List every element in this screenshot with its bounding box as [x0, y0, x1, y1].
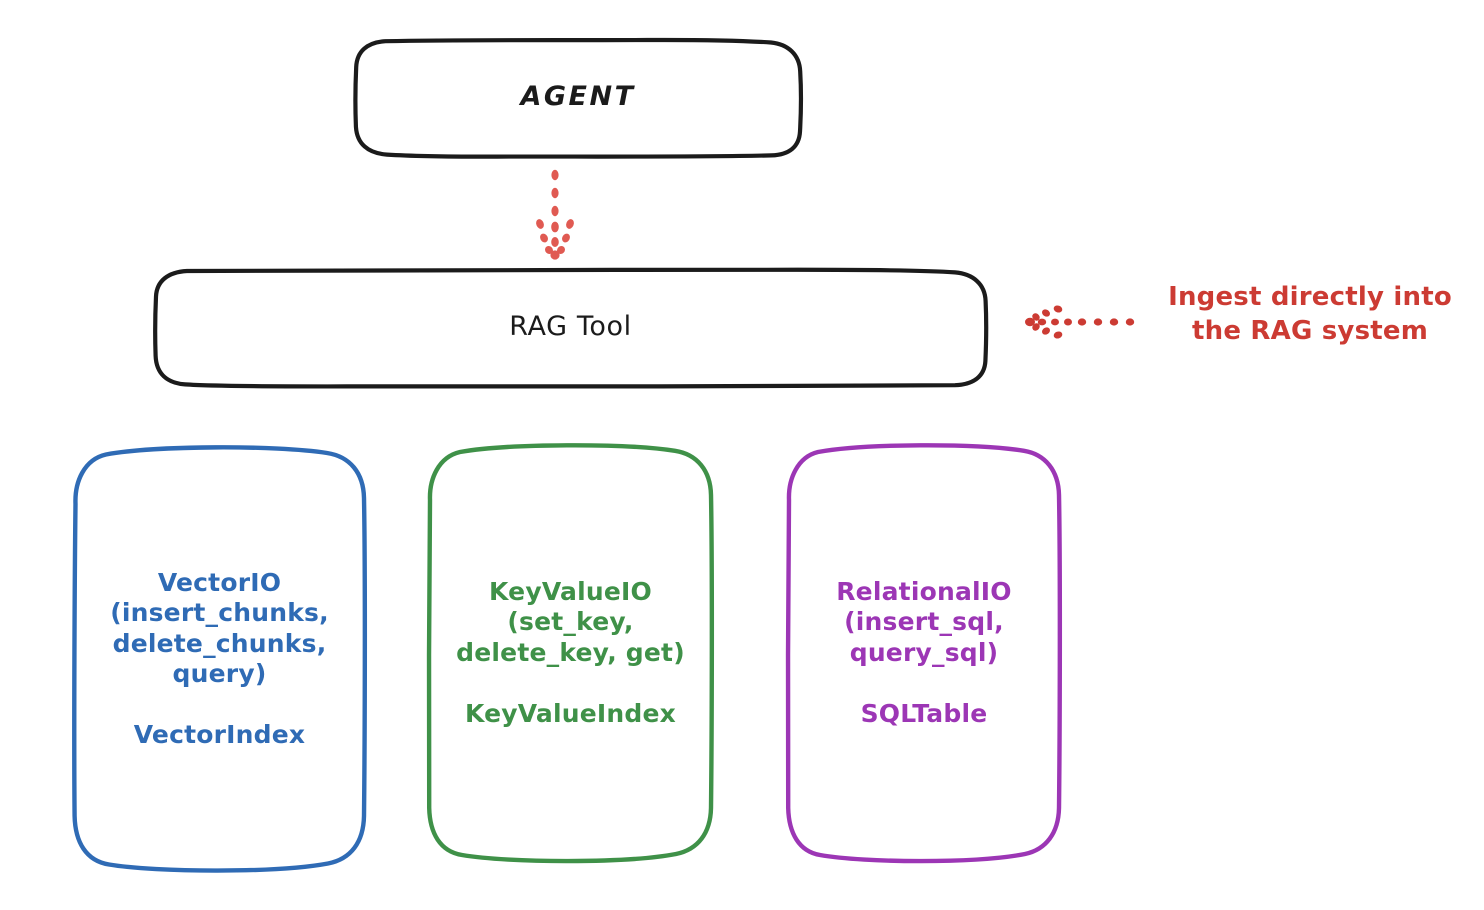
node-vector-io[interactable]: VectorIO (insert_chunks, delete_chunks, …: [72, 445, 368, 873]
node-rag-tool[interactable]: RAG Tool: [153, 267, 989, 389]
rag-tool-node-label: RAG Tool: [509, 310, 632, 342]
node-relational-io[interactable]: RelationalIO (insert_sql, query_sql) SQL…: [785, 443, 1063, 864]
relational-io-node-label: RelationalIO (insert_sql, query_sql) SQL…: [836, 576, 1012, 728]
arrow-agent-to-rag-tool: [536, 169, 574, 260]
node-key-value-io[interactable]: KeyValueIO (set_key, delete_key, get) Ke…: [426, 443, 715, 864]
annotation-ingest-directly: Ingest directly into the RAG system: [1168, 282, 1452, 347]
node-agent[interactable]: AGENT: [353, 37, 804, 159]
arrow-ingest-to-rag-tool: [1025, 305, 1135, 339]
key-value-io-node-label: KeyValueIO (set_key, delete_key, get) Ke…: [456, 576, 685, 728]
vector-io-node-label: VectorIO (insert_chunks, delete_chunks, …: [110, 567, 329, 750]
agent-node-label: AGENT: [520, 81, 636, 113]
